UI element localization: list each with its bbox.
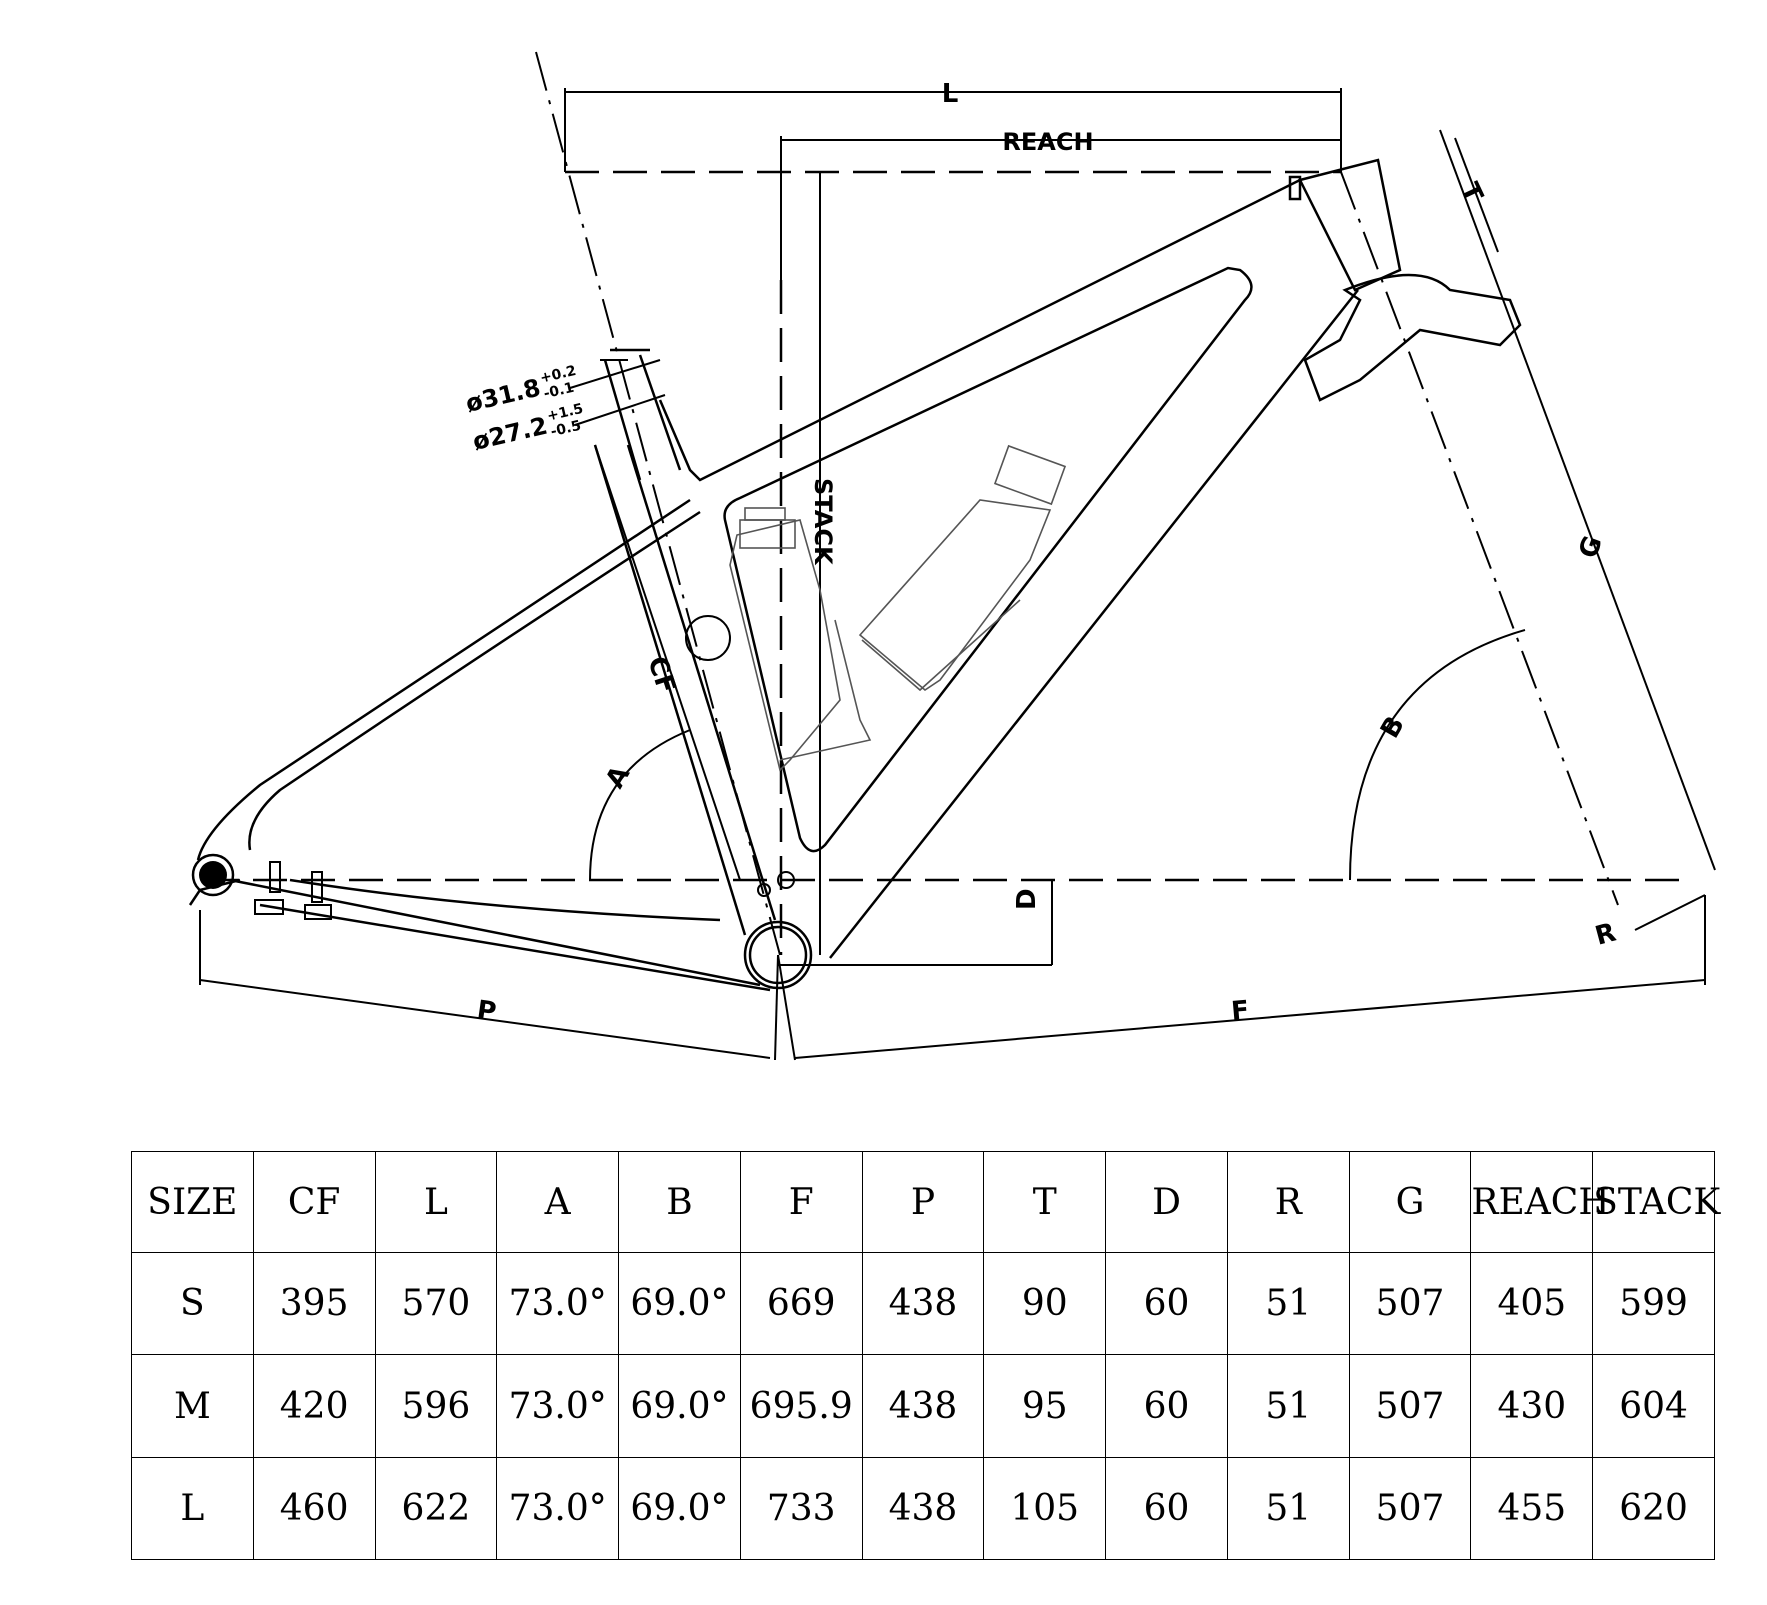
table-cell: M [131, 1354, 254, 1458]
angle-arc-b [1349, 629, 1526, 881]
water-bottle-2 [858, 444, 1067, 692]
water-bottle-1 [729, 507, 872, 772]
label-p: P [475, 995, 498, 1027]
header-cell: STACK [1592, 1150, 1720, 1254]
table-header-row: SIZE CF L A B F P T D R G REACH STACK [131, 1150, 1720, 1254]
frame-outline [196, 158, 1522, 992]
label-cf: CF [641, 653, 681, 697]
table-cell: 73.0° [496, 1252, 620, 1356]
outer-diameter-lower-tol: -0.1 [542, 380, 575, 402]
dimension-l [564, 88, 1342, 172]
header-cell: SIZE [131, 1150, 254, 1254]
header-cell: L [374, 1150, 498, 1254]
table-cell: 596 [374, 1354, 498, 1458]
table-cell: 733 [739, 1456, 863, 1561]
table-cell: 95 [983, 1354, 1107, 1458]
header-cell: P [861, 1150, 985, 1254]
header-cell: G [1348, 1150, 1472, 1254]
table-cell: 51 [1226, 1354, 1350, 1458]
header-cell: CF [252, 1150, 376, 1254]
table-cell: 438 [861, 1456, 985, 1561]
table-cell: 438 [861, 1354, 985, 1458]
rear-dropout [188, 853, 332, 920]
table-cell: 60 [1105, 1252, 1228, 1356]
table-cell: 507 [1348, 1252, 1472, 1356]
table-cell: 570 [374, 1252, 498, 1356]
frame-geometry-drawing: L REACH STACK T G B A CF D R P F ø31.8 +… [188, 51, 1716, 1061]
inner-diameter-lower-tol: -0.5 [549, 418, 582, 440]
header-cell: D [1105, 1150, 1228, 1254]
table-cell: 60 [1105, 1354, 1228, 1458]
table-cell: 69.0° [618, 1354, 741, 1458]
header-cell: R [1226, 1150, 1350, 1254]
angle-arc-a [589, 729, 691, 881]
label-a: A [600, 761, 636, 793]
table-cell: S [131, 1252, 254, 1356]
table-row: M 420 596 73.0° 69.0° 695.9 438 95 60 51… [131, 1354, 1715, 1458]
table-cell: 669 [739, 1252, 863, 1356]
table-cell: 51 [1226, 1252, 1350, 1356]
table-row: S 395 570 73.0° 69.0° 669 438 90 60 51 5… [131, 1252, 1715, 1356]
table-cell: 420 [252, 1354, 376, 1458]
table-cell: 69.0° [618, 1456, 741, 1561]
label-g: G [1573, 532, 1608, 562]
table-cell: 604 [1592, 1354, 1715, 1458]
table-cell: 51 [1226, 1456, 1350, 1561]
outer-diameter-base: ø31.8 [463, 374, 543, 418]
table-cell: 460 [252, 1456, 376, 1561]
table-cell: 507 [1348, 1456, 1472, 1561]
dimension-reach [780, 136, 1341, 280]
table-cell: 455 [1470, 1456, 1594, 1561]
table-row: L 460 622 73.0° 69.0° 733 438 105 60 51 … [131, 1456, 1715, 1561]
table-cell: 405 [1470, 1252, 1594, 1356]
table-cell: 73.0° [496, 1354, 620, 1458]
label-stack: STACK [809, 478, 837, 566]
table-cell: 60 [1105, 1456, 1228, 1561]
table-cell: 622 [374, 1456, 498, 1561]
header-cell: T [983, 1150, 1107, 1254]
label-f: F [1230, 996, 1250, 1027]
table-cell: 438 [861, 1252, 985, 1356]
label-reach: REACH [1002, 128, 1093, 156]
header-cell: B [618, 1150, 741, 1254]
header-cell: A [496, 1150, 620, 1254]
header-cell: F [739, 1150, 863, 1254]
table-cell: 395 [252, 1252, 376, 1356]
label-d: D [1012, 888, 1042, 910]
geometry-table: SIZE CF L A B F P T D R G REACH STACK S … [131, 1150, 1720, 1561]
table-cell: 69.0° [618, 1252, 741, 1356]
header-cell: REACH [1470, 1150, 1610, 1254]
table-cell: 430 [1470, 1354, 1594, 1458]
inner-diameter-base: ø27.2 [470, 412, 550, 456]
table-cell: 105 [983, 1456, 1107, 1561]
table-cell: 695.9 [739, 1354, 863, 1458]
table-cell: 90 [983, 1252, 1107, 1356]
label-l: L [942, 79, 959, 109]
table-cell: 620 [1592, 1456, 1715, 1561]
table-cell: 507 [1348, 1354, 1472, 1458]
table-cell: 73.0° [496, 1456, 620, 1561]
table-cell: 599 [1592, 1252, 1715, 1356]
table-cell: L [131, 1456, 254, 1561]
label-r: R [1592, 918, 1619, 952]
